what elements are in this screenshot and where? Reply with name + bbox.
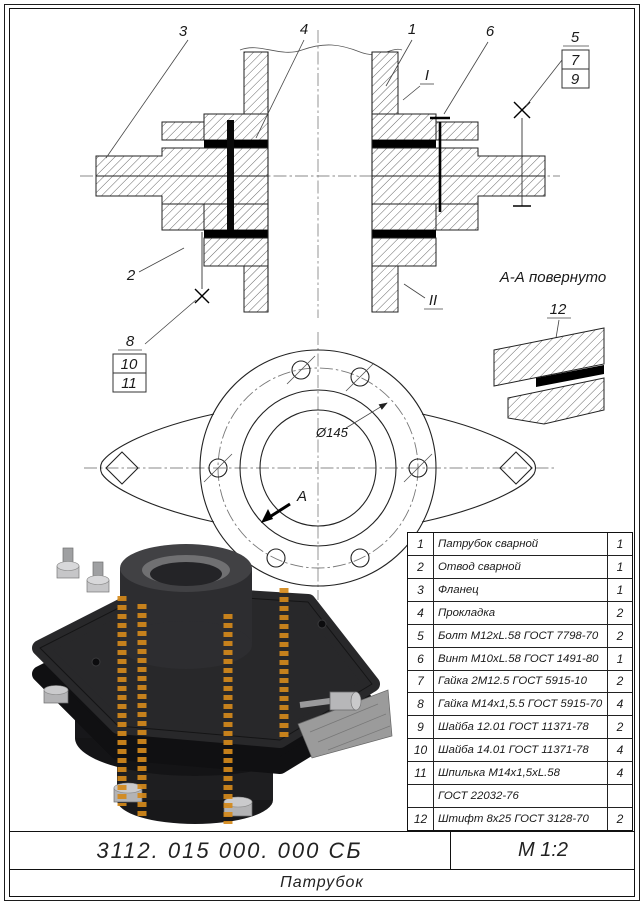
callout-12: 12 xyxy=(550,301,567,318)
drawing-scale: М 1:2 xyxy=(517,839,569,861)
gasket-lower-right xyxy=(372,230,436,238)
callout-7: 7 xyxy=(571,52,580,69)
callout-8: 8 xyxy=(126,333,135,350)
callout-10: 10 xyxy=(121,356,138,373)
callouts: 3 4 1 6 5 7 9 2 8 xyxy=(105,21,590,393)
gasket-upper-right xyxy=(372,140,436,148)
dim-145-label: Ø145 xyxy=(315,425,349,440)
top-nuts xyxy=(56,547,110,593)
sheet-outer-border xyxy=(4,4,640,901)
callout-4: 4 xyxy=(300,21,308,38)
orange-studs xyxy=(117,588,289,824)
callout-stack-8-10-11: 8 10 11 xyxy=(112,299,197,393)
detail-a-a-title: А-А повернуто xyxy=(499,269,606,286)
callout-stack-5-7-9: 5 7 9 xyxy=(525,29,590,107)
detail-mark-II: II xyxy=(429,292,437,309)
section-arrow-label: А xyxy=(296,488,307,505)
callout-9: 9 xyxy=(571,71,580,88)
side-bolt xyxy=(299,691,362,711)
section-view xyxy=(80,30,560,318)
assembly-3d-render xyxy=(32,544,393,824)
pin-section xyxy=(536,365,604,387)
document-number: 3112. 015 000. 000 СБ xyxy=(9,832,451,869)
table-row: ГОСТ 22032-76 xyxy=(408,784,632,808)
detail-a-a: А-А повернуто 12 xyxy=(493,269,606,425)
gasket-upper-left xyxy=(204,140,268,148)
callout-3: 3 xyxy=(179,23,188,40)
title-block: 3112. 015 000. 000 СБ М 1:2 Патрубок xyxy=(9,831,635,897)
callout-6: 6 xyxy=(486,23,495,40)
stud-section-left xyxy=(227,120,234,230)
plan-view: Ø145 А xyxy=(84,332,556,600)
bolt-holes xyxy=(203,355,433,568)
detail-mark-I: I xyxy=(425,67,429,84)
gasket-lower-left xyxy=(204,230,268,238)
callout-2: 2 xyxy=(126,267,136,284)
callout-1: 1 xyxy=(408,21,416,38)
callout-11: 11 xyxy=(121,375,137,392)
section-cut-arrow xyxy=(267,502,291,520)
callout-5: 5 xyxy=(571,29,580,46)
stud-symbol-left xyxy=(194,232,210,304)
drawing-title: Патрубок xyxy=(280,874,364,891)
